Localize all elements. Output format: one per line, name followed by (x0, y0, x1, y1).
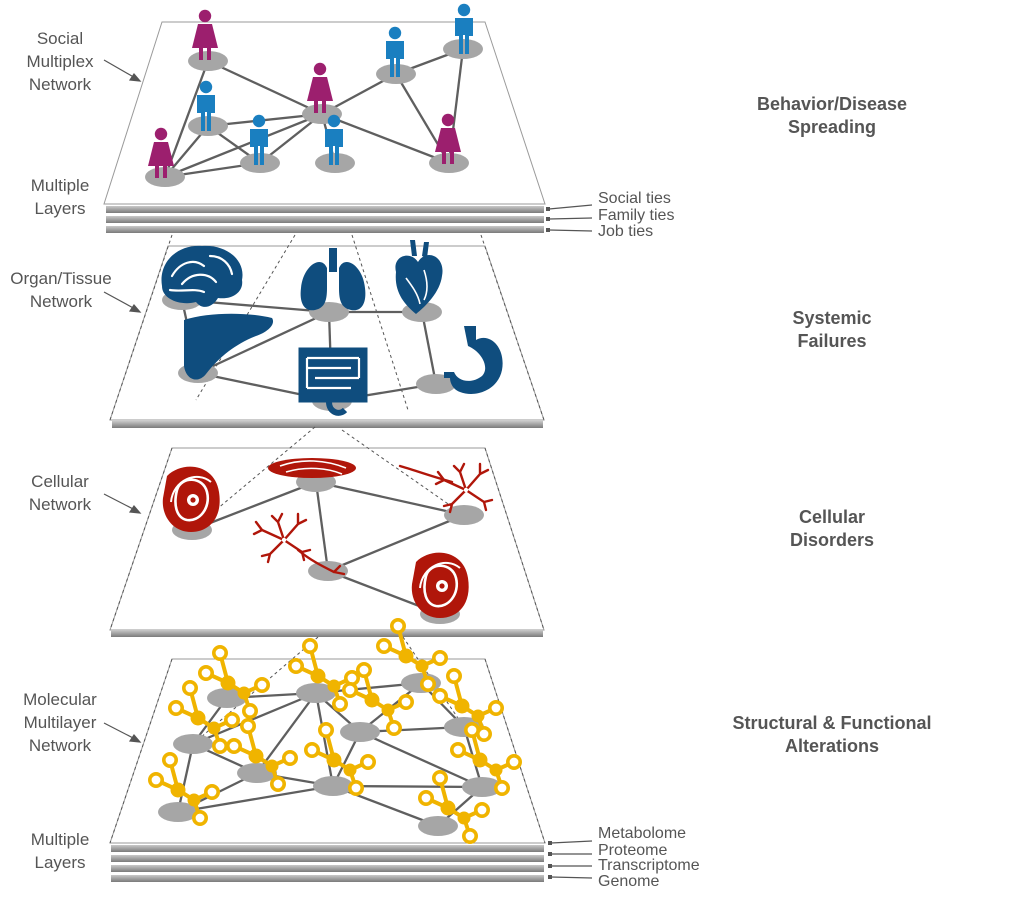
behavior-disease-spreading-title: Behavior/Disease Spreading (756, 94, 908, 137)
job-ties-slab (106, 226, 544, 233)
stack-leader-lines (548, 204, 593, 879)
proteome-label: Proteome (598, 842, 668, 859)
social-multiplex-network-label: Social Multiplex Network (26, 29, 94, 94)
cell-icon (161, 465, 221, 534)
social-layer (103, 3, 546, 233)
cell-icon (410, 551, 470, 620)
label-pointer-arrows (103, 59, 142, 743)
transcriptome-label: Transcriptome (598, 857, 700, 874)
family-ties-label: Family ties (598, 207, 675, 224)
molecular-multilayer-network-label: Molecular Multilayer Network (23, 690, 97, 755)
metabolome-label: Metabolome (598, 825, 687, 842)
multiple-layers-top-label: Multiple Layers (30, 176, 90, 218)
cellular-network-label: Cellular Network (28, 472, 92, 514)
organ-layer (109, 234, 545, 428)
multiple-layers-bottom-label: Multiple Layers (30, 830, 90, 872)
molecular-layer (109, 617, 546, 882)
cellular-layer (109, 426, 545, 637)
cellular-slab (111, 630, 543, 637)
cellular-disorders-title: Cellular Disorders (789, 507, 875, 550)
social-ties-slab (106, 206, 544, 213)
transcriptome-slab (111, 865, 544, 872)
family-ties-slab (106, 216, 544, 223)
organ-tissue-network-label: Organ/Tissue Network (10, 269, 112, 311)
neuron-axons (296, 464, 454, 576)
organ-slab (112, 421, 543, 428)
molecular-nodes (158, 673, 502, 836)
social-ties-label: Social ties (598, 190, 671, 207)
stack-leader-dots (546, 207, 552, 879)
job-ties-label: Job ties (598, 223, 654, 240)
genome-slab (111, 875, 544, 882)
cellular-edges (191, 480, 465, 616)
metabolome-slab (111, 845, 544, 852)
systemic-failures-title: Systemic Failures (792, 308, 872, 351)
structural-functional-alterations-title: Structural & Functional Alterations (732, 713, 932, 756)
genome-label: Genome (598, 873, 660, 890)
flat-cell-icon (267, 457, 357, 479)
proteome-slab (111, 855, 544, 862)
